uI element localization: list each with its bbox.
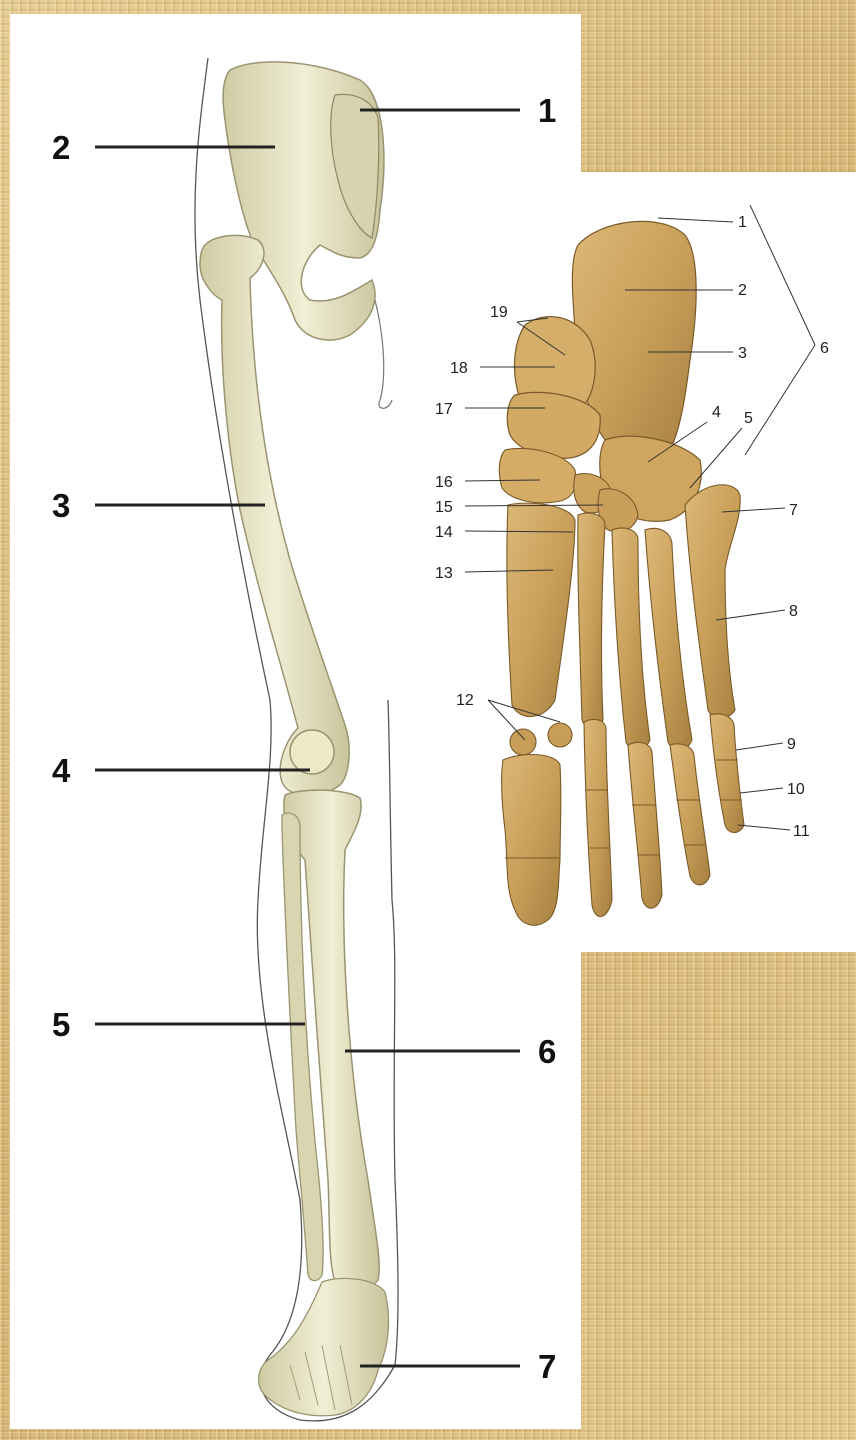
leg-label-1: 1 xyxy=(538,92,556,129)
leg-label-3: 3 xyxy=(52,487,70,524)
leg-label-4: 4 xyxy=(52,752,71,789)
leg-label-7: 7 xyxy=(538,1348,556,1385)
leg-label-5: 5 xyxy=(52,1006,70,1043)
patella xyxy=(290,730,334,774)
leg-label-6: 6 xyxy=(538,1033,556,1070)
leg-foot-bones xyxy=(259,1278,389,1415)
leg-label-2: 2 xyxy=(52,129,70,166)
leg-skin-outline-inner xyxy=(375,300,392,408)
